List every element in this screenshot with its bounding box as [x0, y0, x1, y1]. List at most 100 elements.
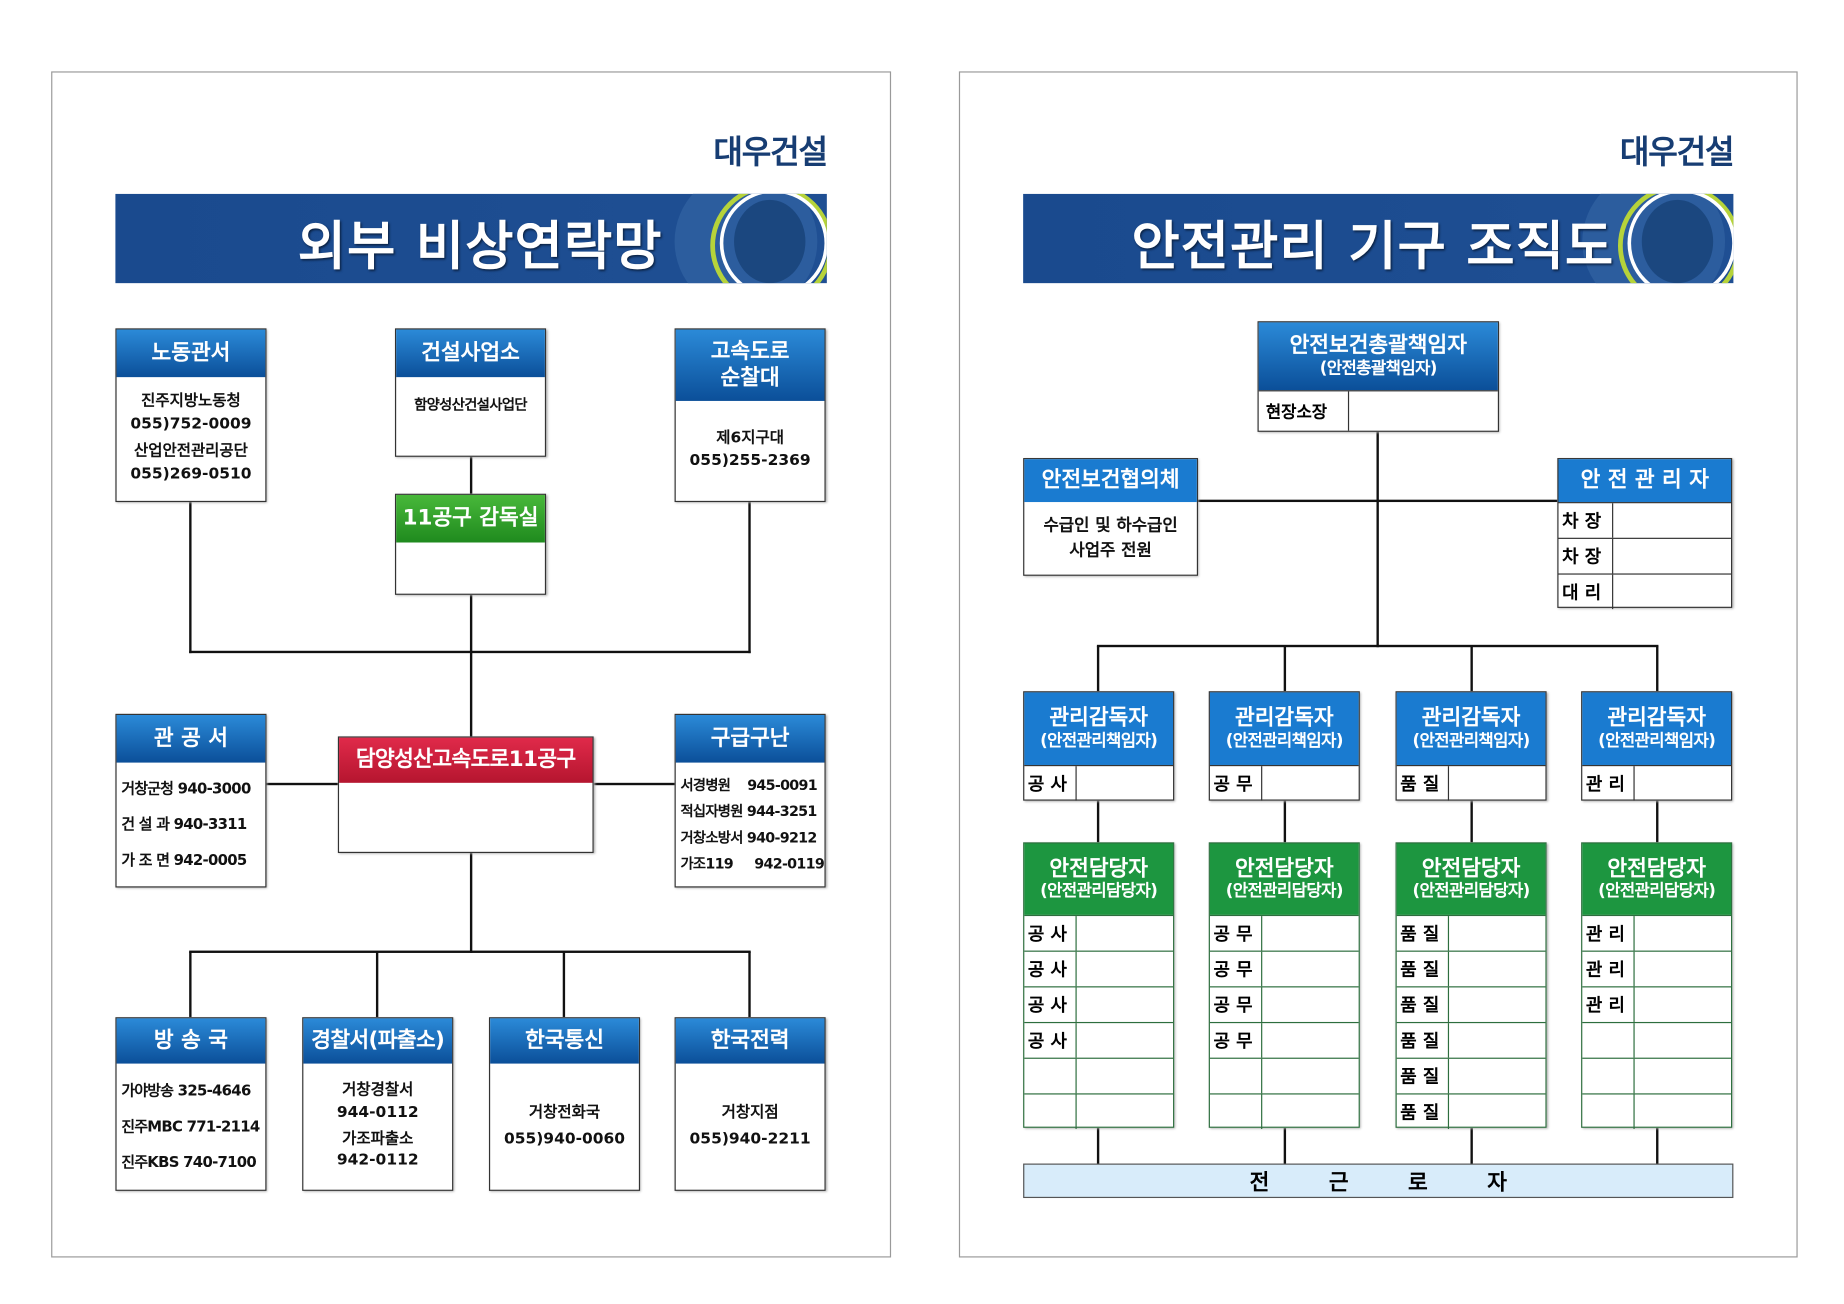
header-title: 관리감독자	[1421, 705, 1521, 731]
box-header: 관 공 서	[116, 715, 266, 763]
company-logo: 대우건설	[713, 134, 828, 172]
row-label: 현장소장	[1259, 391, 1350, 431]
safety-council-box: 안전보건협의체 수급인 및 하수급인 사업주 전원	[1023, 458, 1199, 576]
row-label: 품 질	[1397, 766, 1450, 801]
contact-line: 서경병원 945-0091	[680, 776, 818, 794]
header-subtitle: (안전총괄책임자)	[1319, 359, 1438, 379]
contact-line: 건 설 과 940-3311	[121, 814, 247, 833]
row-label: 품 질	[1397, 951, 1450, 987]
row-label: 공 무	[1210, 1023, 1263, 1058]
row-label: 공 사	[1024, 916, 1077, 951]
supervisor-box: 관리감독자 (안전관리책임자) 공 무	[1208, 691, 1360, 801]
contact-line: 가조파출소	[342, 1129, 414, 1148]
row-label	[1582, 1094, 1635, 1130]
row-label: 품 질	[1397, 1094, 1450, 1130]
company-logo: 대우건설	[1619, 134, 1735, 172]
row-label: 차 장	[1559, 503, 1614, 538]
box-header: 안전담당자 (안전관리담당자)	[1209, 843, 1359, 915]
row-label: 품 질	[1397, 916, 1450, 951]
bar-char: 전	[1249, 1170, 1270, 1196]
row-label: 공 무	[1210, 951, 1263, 987]
header-title: 안전담당자	[1607, 856, 1706, 882]
contact-line: 거창소방서 940-9212	[680, 829, 818, 846]
row-label	[1582, 1058, 1635, 1094]
contact-line: 055)255-2369	[689, 452, 811, 470]
highway-patrol-box: 고속도로 순찰대 제6지구대 055)255-2369	[674, 328, 826, 503]
box-header: 건설사업소	[396, 329, 545, 378]
all-workers-bar: 전 근 로 자	[1023, 1163, 1734, 1199]
row-label: 품 질	[1397, 1058, 1450, 1094]
row-label: 품 질	[1397, 987, 1450, 1022]
box-header: 안전담당자 (안전관리담당자)	[1024, 843, 1174, 915]
box-header: 안전보건협의체	[1024, 459, 1197, 503]
supervision-office-box: 11공구 감독실	[394, 493, 547, 595]
public-office-box: 관 공 서 거창군청 940-3000 건 설 과 940-3311 가 조 면…	[115, 713, 267, 888]
title-banner: 외부 비상연락망	[115, 193, 827, 284]
header-subtitle: (안전관리담당자)	[1040, 882, 1158, 902]
header-subtitle: (안전관리책임자)	[1225, 731, 1344, 751]
row-label: 품 질	[1397, 1023, 1450, 1058]
row-label	[1582, 1023, 1635, 1058]
contact-line: 944-0112	[336, 1103, 419, 1122]
header-title: 안전담당자	[1049, 856, 1148, 882]
contact-line: 055)940-0060	[503, 1130, 626, 1149]
header-title: 안전보건총괄책임자	[1289, 333, 1467, 359]
header-subtitle: (안전관리책임자)	[1598, 731, 1716, 751]
box-header: 관리감독자 (안전관리책임자)	[1582, 692, 1732, 765]
member-line: 수급인 및 하수급인	[1043, 516, 1178, 536]
row-label	[1024, 1058, 1077, 1094]
box-header: 관리감독자 (안전관리책임자)	[1209, 692, 1359, 765]
box-header: 고속도로 순찰대	[675, 329, 825, 401]
row-label: 관 리	[1582, 766, 1635, 801]
contact-line: 055)269-0510	[130, 464, 252, 483]
labor-office-box: 노동관서 진주지방노동청 055)752-0009 산업안전관리공단 055)2…	[115, 328, 267, 503]
power-box: 한국전력 거창지점 055)940-2211	[674, 1017, 826, 1191]
bar-char: 근	[1328, 1170, 1349, 1196]
header-subtitle: (안전관리책임자)	[1412, 731, 1530, 751]
supervisor-box: 관리감독자 (안전관리책임자) 품 질	[1395, 691, 1547, 801]
box-header: 안전보건총괄책임자 (안전총괄책임자)	[1258, 322, 1498, 391]
row-label: 관 리	[1582, 987, 1635, 1022]
contact-line: 가조119 942-0119	[680, 855, 825, 873]
contact-line: 거창군청 940-3000	[121, 779, 251, 798]
page-title: 안전관리 기구 조직도	[1131, 216, 1615, 278]
header-title: 안전담당자	[1421, 856, 1521, 882]
row-label	[1210, 1058, 1263, 1094]
row-label: 공 사	[1024, 951, 1077, 987]
box-header: 안전담당자 (안전관리담당자)	[1582, 843, 1732, 915]
row-label: 공 무	[1210, 916, 1263, 951]
box-header: 관리감독자 (안전관리책임자)	[1024, 692, 1174, 765]
site-center-box: 담양성산고속도로11공구	[337, 736, 594, 854]
contact-line: 적십자병원 944-3251	[680, 802, 818, 820]
header-title: 안전담당자	[1235, 856, 1334, 882]
row-label: 대 리	[1559, 574, 1614, 610]
box-header: 경찰서(파출소)	[303, 1018, 453, 1064]
contact-line: 진주MBC 771-2114	[121, 1117, 260, 1135]
header-subtitle: (안전관리담당자)	[1598, 882, 1716, 902]
bar-char: 로	[1408, 1170, 1428, 1196]
row-label: 차 장	[1559, 538, 1614, 574]
header-title: 관리감독자	[1607, 705, 1706, 731]
contact-line: 055)752-0009	[130, 415, 252, 434]
box-header: 구급구난	[675, 715, 825, 763]
contact-line: 진주KBS 740-7100	[121, 1152, 257, 1171]
contact-line: 제6지구대	[716, 429, 784, 448]
header-subtitle: (안전관리담당자)	[1225, 882, 1344, 902]
bar-char: 자	[1487, 1170, 1507, 1196]
police-box: 경찰서(파출소) 거창경찰서 944-0112 가조파출소 942-0112	[302, 1017, 454, 1191]
contact-line: 가야방송 325-4646	[121, 1081, 251, 1100]
row-label: 공 무	[1210, 987, 1263, 1022]
header-line: 순찰대	[720, 365, 780, 391]
row-label: 관 리	[1582, 951, 1635, 987]
rescue-box: 구급구난 서경병원 945-0091 적십자병원 944-3251 거창소방서 …	[674, 713, 826, 888]
contact-line: 산업안전관리공단	[134, 442, 248, 461]
telecom-box: 한국통신 거창전화국 055)940-0060	[488, 1017, 641, 1191]
contact-line: 055)940-2211	[689, 1130, 811, 1149]
header-title: 관리감독자	[1049, 705, 1148, 731]
header-subtitle: (안전관리책임자)	[1040, 731, 1158, 751]
page-title: 외부 비상연락망	[297, 216, 663, 278]
